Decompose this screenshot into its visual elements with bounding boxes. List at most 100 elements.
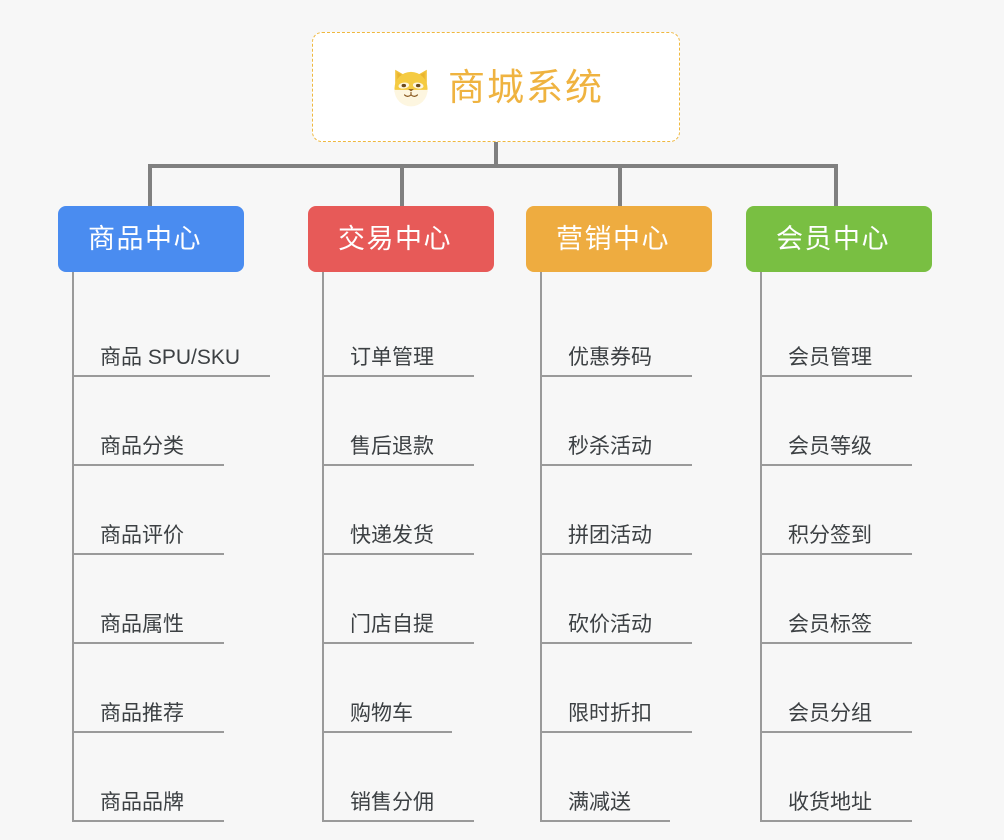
branch-column-2: 交易中心订单管理售后退款快递发货门店自提购物车销售分佣 [308,206,494,822]
branch-head-1[interactable]: 商品中心 [58,206,244,272]
leaf-item-underline [72,642,224,644]
leaf-item[interactable]: 商品 SPU/SKU [72,288,270,377]
branch-head-4[interactable]: 会员中心 [746,206,932,272]
connector-drop-1 [148,164,152,206]
leaf-item-underline [322,820,474,822]
leaf-item-label: 商品品牌 [100,791,184,814]
leaf-item-label: 销售分佣 [350,791,434,814]
leaf-item-label: 会员管理 [788,346,872,369]
leaf-item[interactable]: 会员标签 [760,555,932,644]
leaf-item-label: 商品评价 [100,524,184,547]
leaf-item-underline [540,375,692,377]
leaf-item-underline [540,464,692,466]
leaf-item-underline [72,553,224,555]
leaf-item-label: 积分签到 [788,524,872,547]
leaf-item[interactable]: 商品属性 [72,555,244,644]
leaf-item-label: 售后退款 [350,435,434,458]
leaf-item-underline [760,464,912,466]
leaf-item-underline [760,553,912,555]
leaf-item-underline [322,553,474,555]
root-title: 商城系统 [448,66,604,108]
leaf-item[interactable]: 会员分组 [760,644,932,733]
leaf-item[interactable]: 满减送 [540,733,712,822]
leaf-item-underline [540,820,670,822]
leaf-item-label: 会员分组 [788,702,872,725]
leaf-item[interactable]: 订单管理 [322,288,494,377]
connector-root-stem [494,142,498,168]
leaf-item[interactable]: 拼团活动 [540,466,712,555]
leaf-item[interactable]: 收货地址 [760,733,932,822]
leaf-item-label: 优惠券码 [568,346,652,369]
connector-drop-3 [618,164,622,206]
leaf-item[interactable]: 限时折扣 [540,644,712,733]
leaf-item-underline [322,464,474,466]
branch-head-label: 营销中心 [556,223,670,254]
leaf-item-underline [540,553,692,555]
leaf-item-label: 商品 SPU/SKU [100,346,241,369]
leaf-item-label: 商品推荐 [100,702,184,725]
leaf-item[interactable]: 销售分佣 [322,733,494,822]
leaf-item-label: 商品分类 [100,435,184,458]
connector-horizontal-bus [148,164,838,168]
shiba-dog-icon [394,69,428,107]
leaf-item-label: 拼团活动 [568,524,652,547]
leaf-item-label: 购物车 [350,702,413,725]
leaf-item[interactable]: 会员管理 [760,288,932,377]
leaf-item-label: 订单管理 [350,346,434,369]
branch-head-3[interactable]: 营销中心 [526,206,712,272]
leaf-item-underline [540,642,692,644]
leaf-item-label: 会员等级 [788,435,872,458]
leaf-item-underline [322,375,474,377]
leaf-item-label: 满减送 [568,791,631,814]
leaf-item[interactable]: 积分签到 [760,466,932,555]
leaf-item-underline [760,731,912,733]
leaf-item-underline [72,820,224,822]
leaf-list-2: 订单管理售后退款快递发货门店自提购物车销售分佣 [322,272,494,822]
leaf-item-label: 商品属性 [100,613,184,636]
connector-drop-2 [400,164,404,206]
leaf-item[interactable]: 快递发货 [322,466,494,555]
connector-trunk-1 [72,272,74,822]
leaf-item-underline [540,731,692,733]
leaf-item-label: 门店自提 [350,613,434,636]
connector-trunk-2 [322,272,324,822]
leaf-item-underline [760,375,912,377]
branch-head-label: 商品中心 [88,223,202,254]
root-node[interactable]: 商城系统 [312,32,680,142]
leaf-item-underline [322,731,452,733]
leaf-item[interactable]: 售后退款 [322,377,494,466]
leaf-item-label: 收货地址 [788,791,872,814]
leaf-item[interactable]: 购物车 [322,644,494,733]
branch-column-1: 商品中心商品 SPU/SKU 商品分类商品评价商品属性商品推荐商品品牌 [58,206,270,822]
leaf-item[interactable]: 商品品牌 [72,733,244,822]
leaf-item[interactable]: 商品推荐 [72,644,244,733]
connector-trunk-4 [760,272,762,822]
branch-head-label: 会员中心 [776,223,890,254]
leaf-item-label: 砍价活动 [568,613,652,636]
branch-column-4: 会员中心会员管理会员等级积分签到会员标签会员分组收货地址 [746,206,932,822]
leaf-item-underline [72,375,270,377]
leaf-item-label: 会员标签 [788,613,872,636]
connector-drop-4 [834,164,838,206]
branch-column-3: 营销中心优惠券码秒杀活动拼团活动砍价活动限时折扣满减送 [526,206,712,822]
branch-head-2[interactable]: 交易中心 [308,206,494,272]
leaf-item-underline [760,820,912,822]
leaf-item-underline [72,464,224,466]
leaf-item[interactable]: 门店自提 [322,555,494,644]
leaf-list-1: 商品 SPU/SKU 商品分类商品评价商品属性商品推荐商品品牌 [72,272,270,822]
connector-trunk-3 [540,272,542,822]
leaf-item[interactable]: 会员等级 [760,377,932,466]
leaf-item-label: 快递发货 [350,524,434,547]
leaf-item[interactable]: 优惠券码 [540,288,712,377]
leaf-list-3: 优惠券码秒杀活动拼团活动砍价活动限时折扣满减送 [540,272,712,822]
branch-head-label: 交易中心 [338,223,452,254]
leaf-list-4: 会员管理会员等级积分签到会员标签会员分组收货地址 [760,272,932,822]
leaf-item-underline [72,731,224,733]
leaf-item[interactable]: 秒杀活动 [540,377,712,466]
leaf-item[interactable]: 商品分类 [72,377,244,466]
leaf-item-label: 限时折扣 [568,702,652,725]
leaf-item[interactable]: 砍价活动 [540,555,712,644]
leaf-item[interactable]: 商品评价 [72,466,244,555]
leaf-item-underline [322,642,474,644]
